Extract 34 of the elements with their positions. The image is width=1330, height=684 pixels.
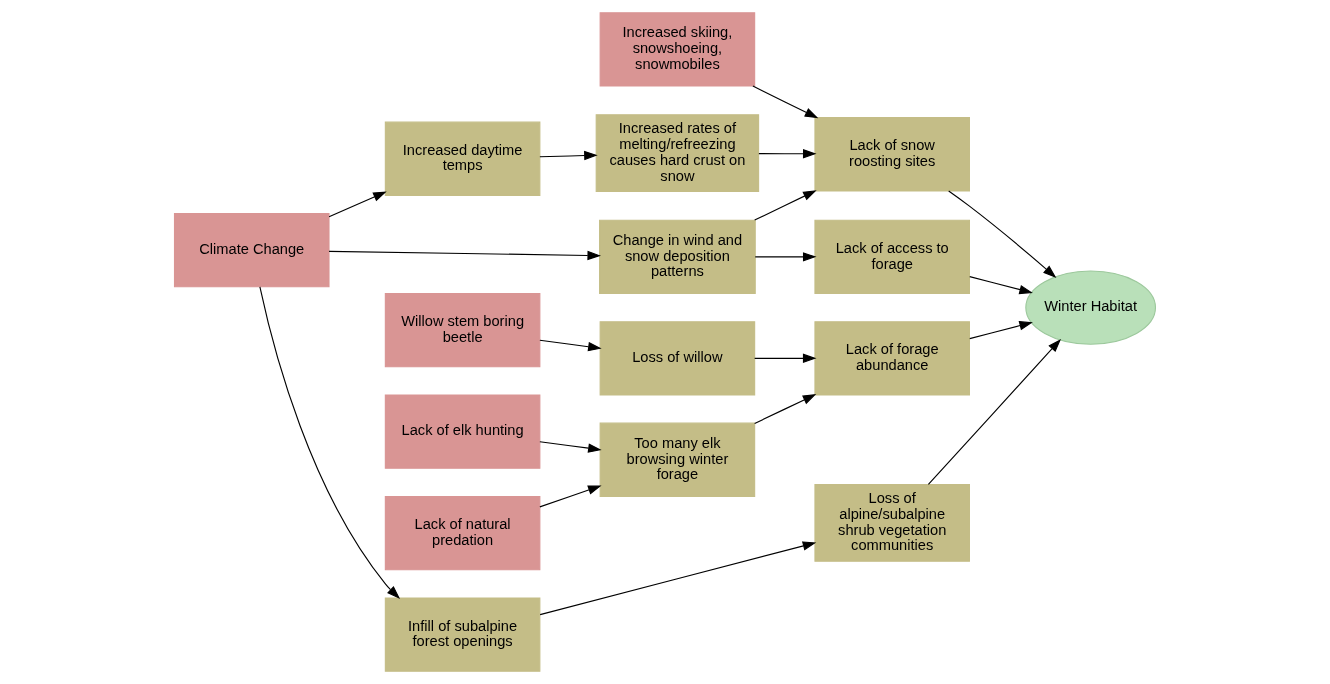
arrow <box>539 541 817 616</box>
node-box: Increased skiing, snowshoeing, snowmobiles <box>599 12 756 87</box>
arrow <box>758 149 817 159</box>
node-ellipse: Winter Habitat <box>1025 270 1157 345</box>
node-box: Loss of alpine/subalpine shrub vegetation communities <box>814 484 970 562</box>
node-box: Climate Change <box>173 212 330 288</box>
node-box: Lack of natural predation <box>384 495 541 571</box>
arrow <box>927 338 1062 486</box>
node-box: Increased daytime temps <box>384 121 541 196</box>
arrow <box>539 441 602 453</box>
arrow <box>259 286 401 599</box>
arrow <box>754 252 817 262</box>
arrow <box>948 190 1057 278</box>
arrow <box>328 191 387 218</box>
arrow <box>969 321 1033 340</box>
arrow <box>328 250 601 261</box>
node-box: Lack of elk hunting <box>384 394 541 469</box>
node-box: Willow stem boring beetle <box>384 292 541 368</box>
node-box: Increased rates of melting/refreezing causes hard crust on snow <box>595 114 760 193</box>
arrow <box>539 485 602 508</box>
arrow <box>539 339 602 352</box>
node-box: Lack of snow roosting sites <box>814 117 970 192</box>
node-box: Lack of access to forage <box>814 219 970 295</box>
arrow <box>539 150 598 161</box>
node-box: Lack of forage abundance <box>814 321 970 396</box>
node-box: Too many elk browsing winter forage <box>599 422 756 498</box>
arrow <box>754 353 817 364</box>
node-box: Infill of subalpine forest openings <box>384 597 541 672</box>
arrow <box>754 394 817 425</box>
arrow <box>752 85 819 119</box>
node-box: Loss of willow <box>599 321 756 396</box>
node-box: Change in wind and snow deposition patterns <box>599 219 756 295</box>
arrow <box>754 190 817 221</box>
arrow <box>969 276 1033 295</box>
